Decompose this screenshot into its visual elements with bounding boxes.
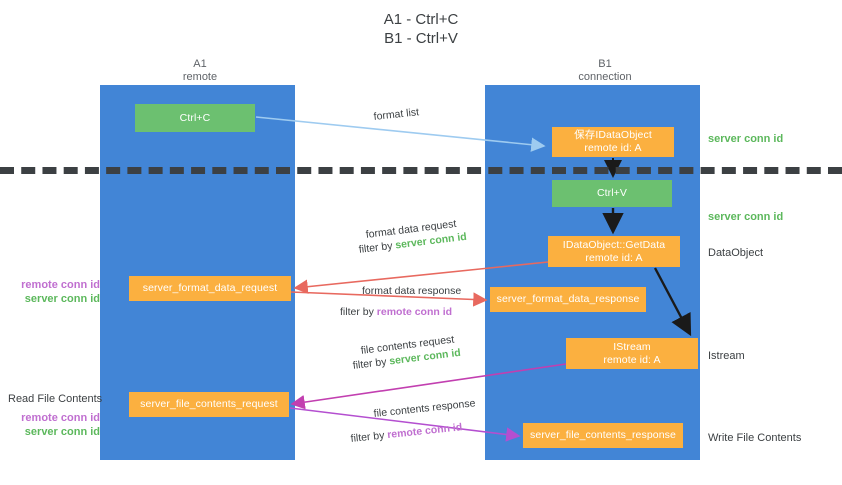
label-conn-ids-format: remote conn id server conn id — [8, 278, 100, 306]
label-read-file-contents: Read File Contents — [8, 393, 103, 405]
filter-value-remote-conn-id: remote conn id — [376, 306, 453, 318]
box-server-file-contents-response[interactable]: server_file_contents_response — [523, 423, 683, 448]
label-remote-conn-id-2: remote conn id — [21, 412, 100, 424]
box-ctrl-c[interactable]: Ctrl+C — [135, 104, 255, 132]
label-server-conn-id-2: server conn id — [24, 426, 100, 438]
filter-prefix-4: filter by — [350, 429, 388, 445]
column-header-b1: B1 connection — [578, 58, 632, 83]
label-remote-conn-id: remote conn id — [21, 279, 100, 291]
label-istream: Istream — [708, 350, 745, 362]
box-istream[interactable]: IStream remote id: A — [566, 338, 698, 369]
arrow-format-data-response — [290, 291, 488, 307]
label-conn-ids-file: remote conn id server conn id — [8, 411, 100, 439]
arrow-format-data-request — [293, 261, 549, 294]
label-dataobject: DataObject — [708, 247, 764, 259]
box-idataobject-getdata[interactable]: IDataObject::GetData remote id: A — [548, 236, 680, 267]
box-idataobject[interactable]: 保存IDataObject remote id: A — [552, 127, 674, 157]
box-server-format-data-request[interactable]: server_format_data_request — [129, 276, 291, 301]
label-write-file-contents: Write File Contents — [708, 432, 802, 444]
diagram-title: A1 - Ctrl+C B1 - Ctrl+V — [383, 11, 459, 47]
filter-prefix-2: filter by — [340, 306, 377, 318]
arrow-format-list — [255, 116, 546, 152]
label-server-conn-id-mid: server conn id — [708, 211, 784, 223]
label-format-data-response-filter: filter by remote conn id — [340, 305, 452, 320]
box-server-file-contents-request[interactable]: server_file_contents_request — [129, 392, 289, 417]
filter-prefix-3: filter by — [352, 355, 391, 372]
label-server-conn-id-top: server conn id — [708, 133, 784, 145]
label-server-conn-id: server conn id — [24, 293, 100, 305]
arrow-file-contents-response — [289, 407, 521, 442]
arrow-file-contents-request — [290, 363, 567, 410]
arrow-getdata-to-istream — [653, 267, 692, 337]
box-server-format-data-response[interactable]: server_format_data_response — [490, 287, 646, 312]
column-header-a1: A1 remote — [182, 58, 218, 83]
divider-dashed-line — [0, 167, 842, 174]
label-format-data-response: format data response — [362, 285, 462, 297]
box-ctrl-v[interactable]: Ctrl+V — [552, 180, 672, 207]
filter-prefix: filter by — [358, 239, 397, 256]
